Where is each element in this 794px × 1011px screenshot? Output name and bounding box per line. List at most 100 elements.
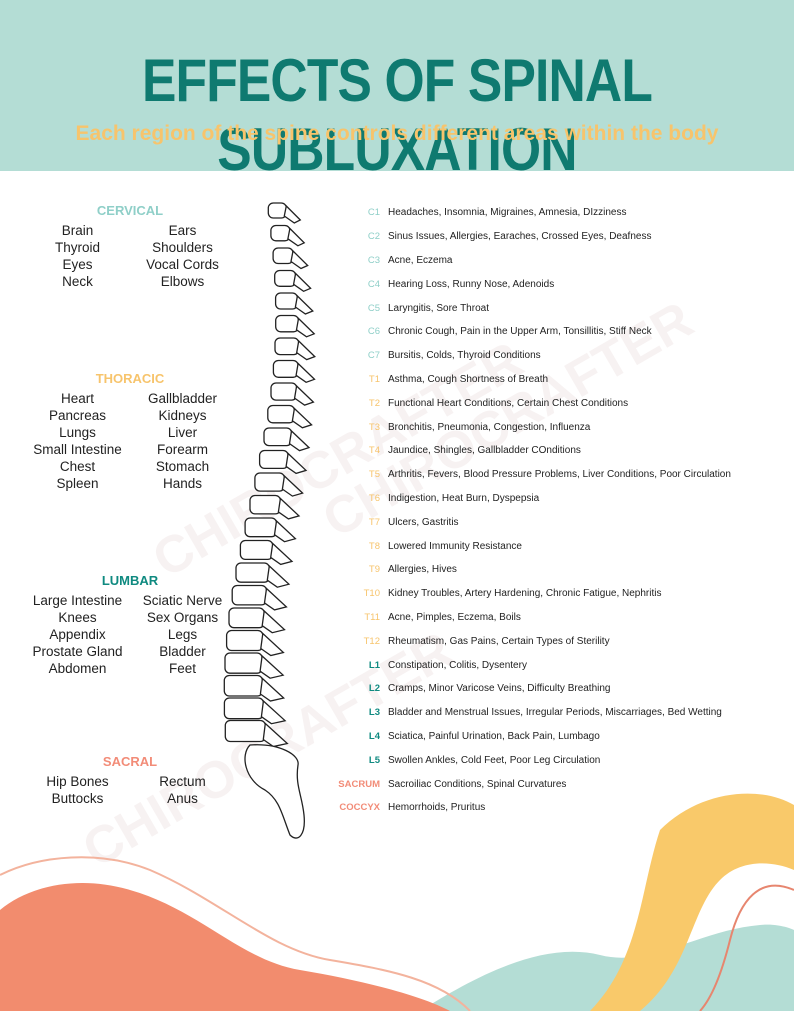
spinous-process <box>266 564 291 588</box>
vertebra-row: T5 Arthritis, Fevers, Blood Pressure Prob… <box>330 463 790 487</box>
spinous-process <box>281 474 304 497</box>
organ-item: Forearm <box>156 442 208 457</box>
spinous-process <box>259 677 286 702</box>
vertebra-label: T7 <box>368 516 380 528</box>
vertebra-label: C1 <box>367 207 380 219</box>
spinous-process <box>277 497 301 520</box>
vertebra-effects: Acne, Eczema <box>388 254 453 266</box>
vertebra-row: L5 Swollen Ankles, Cold Feet, Poor Leg Ci… <box>330 748 790 772</box>
vertebra-body <box>244 517 278 538</box>
vertebra-effects: Jaundice, Shingles, Gallbladder COnditio… <box>388 445 581 457</box>
coral-wave <box>0 882 450 1011</box>
region-thoracic: THORACIC Heart Gallbladder Pancreas Kidn… <box>25 371 235 492</box>
vertebra-body <box>228 607 265 629</box>
vertebra-label: L2 <box>368 683 380 695</box>
organ-item: Legs <box>167 627 198 642</box>
organ-item: Bladder <box>159 644 206 659</box>
coral-thin-line <box>699 884 794 1011</box>
spinous-process <box>260 632 285 657</box>
vertebra-body <box>224 719 266 743</box>
yellow-wave <box>590 793 794 1011</box>
page-title: EFFECTS OF SPINAL SUBLUXATION <box>141 47 653 183</box>
vertebra-effects: Swollen Ankles, Cold Feet, Poor Leg Circ… <box>388 754 601 766</box>
vertebra-body <box>274 292 299 310</box>
vertebra-body <box>239 539 274 561</box>
organ-item: Sex Organs <box>146 610 219 625</box>
organ-list: Brain Ears Thyroid Shoulders Eyes Vocal … <box>25 222 235 290</box>
organ-item: Knees <box>58 610 97 625</box>
spinous-process <box>291 407 313 429</box>
vertebra-effects: Arthritis, Fevers, Blood Pressure Proble… <box>388 469 731 481</box>
spinous-process <box>292 272 312 293</box>
organ-item: Gallbladder <box>147 391 218 406</box>
vertebra-label: COCCYX <box>339 802 380 814</box>
vertebra-label: C7 <box>367 350 380 362</box>
vertebra-effects: Rheumatism, Gas Pains, Certain Types of … <box>388 635 610 647</box>
vertebra-effects: Bronchitis, Pneumonia, Congestion, Influ… <box>388 421 591 433</box>
vertebra-body <box>274 337 300 356</box>
vertebra-effects: Asthma, Cough Shortness of Breath <box>388 373 549 385</box>
vertebra-effects: Sinus Issues, Allergies, Earaches, Cross… <box>388 231 652 243</box>
organ-item: Eyes <box>62 257 93 272</box>
vertebra-row: T4 Jaundice, Shingles, Gallbladder COndit… <box>330 439 790 463</box>
vertebra-effects: Bladder and Menstrual Issues, Irregular … <box>388 707 722 719</box>
organ-item: Rectum <box>159 774 206 789</box>
vertebra-label: C5 <box>367 302 380 314</box>
vertebra-body <box>249 494 282 515</box>
vertebra-body <box>223 674 264 697</box>
vertebra-effects: Acne, Pimples, Eczema, Boils <box>388 611 521 623</box>
vertebra-row: C5 Laryngitis, Sore Throat <box>330 296 790 320</box>
vertebra-label: T12 <box>363 635 380 647</box>
vertebra-effects: Sciatica, Painful Urination, Back Pain, … <box>388 730 600 742</box>
vertebra-label: C4 <box>367 278 380 290</box>
vertebra-label: T5 <box>368 469 380 481</box>
region-title: CERVICAL <box>96 203 164 218</box>
vertebra-label: SACRUM <box>338 778 380 790</box>
organ-item: Neck <box>62 274 93 289</box>
spinous-process <box>295 362 316 384</box>
vertebra-effects: Constipation, Colitis, Dysentery <box>388 659 527 671</box>
vertebra-label: T2 <box>368 397 380 409</box>
vertebra-effects: Laryngitis, Sore Throat <box>388 302 489 314</box>
organ-item: Shoulders <box>152 240 213 255</box>
spinous-process <box>290 249 309 270</box>
spinous-process <box>273 519 297 543</box>
spinous-process <box>262 722 289 748</box>
spinous-process <box>295 317 316 338</box>
vertebra-effects: Kidney Troubles, Artery Hardening, Chron… <box>388 588 662 600</box>
organ-item: Abdomen <box>48 661 107 676</box>
vertebra-body <box>225 629 264 652</box>
organ-item: Pancreas <box>48 408 107 423</box>
vertebra-body <box>272 359 299 378</box>
organ-item: Elbows <box>160 274 205 289</box>
vertebra-body <box>223 697 265 720</box>
vertebra-effects: Lowered Immunity Resistance <box>388 540 522 552</box>
region-title: SACRAL <box>102 754 158 769</box>
spinous-process <box>259 654 285 679</box>
vertebra-effects: Hemorrhoids, Pruritus <box>388 802 486 814</box>
vertebra-label: L5 <box>368 754 380 766</box>
vertebra-body <box>270 382 298 401</box>
organ-item: Vocal Cords <box>146 257 219 272</box>
spinous-process <box>287 227 306 247</box>
organ-item: Hip Bones <box>46 774 109 789</box>
spinous-process <box>261 609 286 634</box>
vertebra-label: T10 <box>363 588 380 600</box>
organ-list: Hip Bones Rectum Buttocks Anus <box>25 773 235 807</box>
region-title: THORACIC <box>95 371 165 386</box>
vertebra-label: T4 <box>368 445 380 457</box>
vertebra-row: T10 Kidney Troubles, Artery Hardening, Ch… <box>330 582 790 606</box>
vertebra-body <box>270 224 291 242</box>
region-sacral: SACRAL Hip Bones Rectum Buttocks Anus <box>25 754 235 807</box>
